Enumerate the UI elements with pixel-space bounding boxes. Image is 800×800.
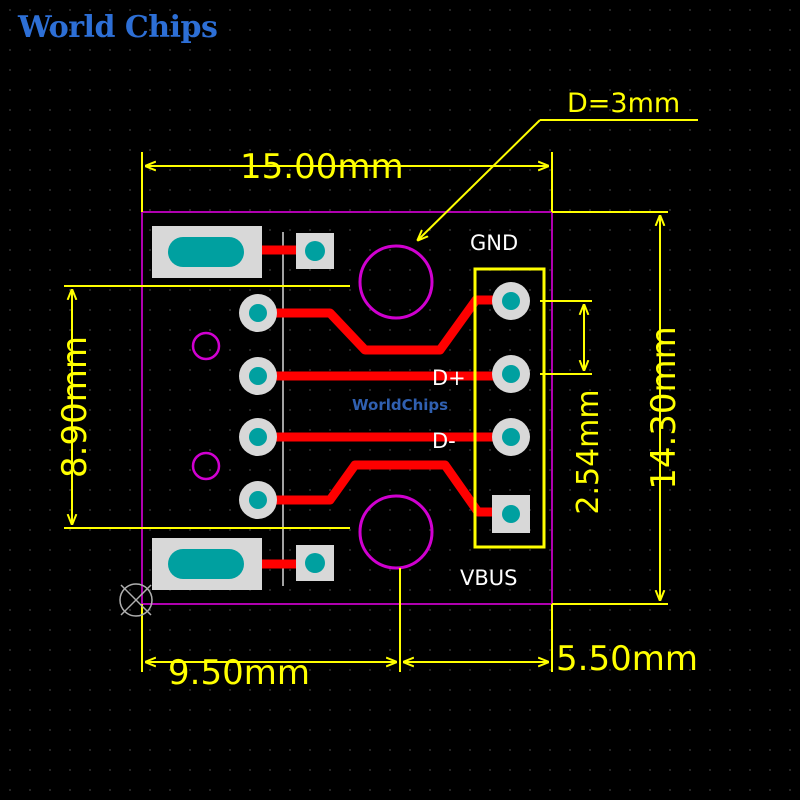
dim-label-right-offset: 5.50mm bbox=[556, 639, 698, 679]
trace-gnd-bottom bbox=[258, 460, 512, 517]
brand-logo-text: World Chips bbox=[18, 10, 218, 45]
leader-line bbox=[418, 119, 541, 240]
brand-logo: World Chips bbox=[18, 10, 218, 45]
header-pin bbox=[492, 355, 530, 393]
connector-pads bbox=[239, 294, 277, 519]
pin-label-dplus: D+ bbox=[432, 366, 466, 390]
shield-pad-top bbox=[152, 226, 262, 278]
mounting-hole-top bbox=[358, 244, 434, 320]
locating-hole-top bbox=[191, 331, 221, 361]
pin-header-outline bbox=[473, 267, 546, 549]
connector-pad bbox=[239, 357, 277, 395]
dim-label-pin-pitch: 2.54mm bbox=[571, 389, 606, 514]
dim-label-hole-diameter: D=3mm bbox=[567, 88, 680, 119]
locating-hole-bottom bbox=[191, 451, 221, 481]
pin-label-dminus: D- bbox=[432, 429, 456, 453]
shield-smd-pad-top bbox=[296, 233, 334, 269]
traces bbox=[258, 245, 512, 569]
origin-marker-icon bbox=[119, 583, 153, 617]
dim-label-height: 14.30mm bbox=[644, 326, 684, 490]
dim-label-usb-span: 8.90mm bbox=[55, 336, 95, 478]
pin-label-vbus: VBUS bbox=[460, 566, 517, 590]
header-pin bbox=[492, 282, 530, 320]
shield-pad-bottom bbox=[152, 538, 262, 590]
trace-vbus-top bbox=[258, 295, 512, 355]
connector-pad bbox=[239, 294, 277, 332]
connector-pad bbox=[239, 481, 277, 519]
shield-smd-pad-bottom bbox=[296, 545, 334, 581]
header-pin-square bbox=[492, 495, 530, 533]
watermark: WorldChips bbox=[352, 396, 448, 414]
connector-pad bbox=[239, 418, 277, 456]
header-pins bbox=[492, 282, 530, 533]
dim-label-width: 15.00mm bbox=[240, 147, 404, 187]
board-outline bbox=[141, 211, 553, 605]
mounting-hole-bottom bbox=[358, 494, 434, 570]
pin-label-gnd: GND bbox=[470, 231, 518, 255]
dim-label-left-offset: 9.50mm bbox=[168, 653, 310, 693]
header-pin bbox=[492, 418, 530, 456]
